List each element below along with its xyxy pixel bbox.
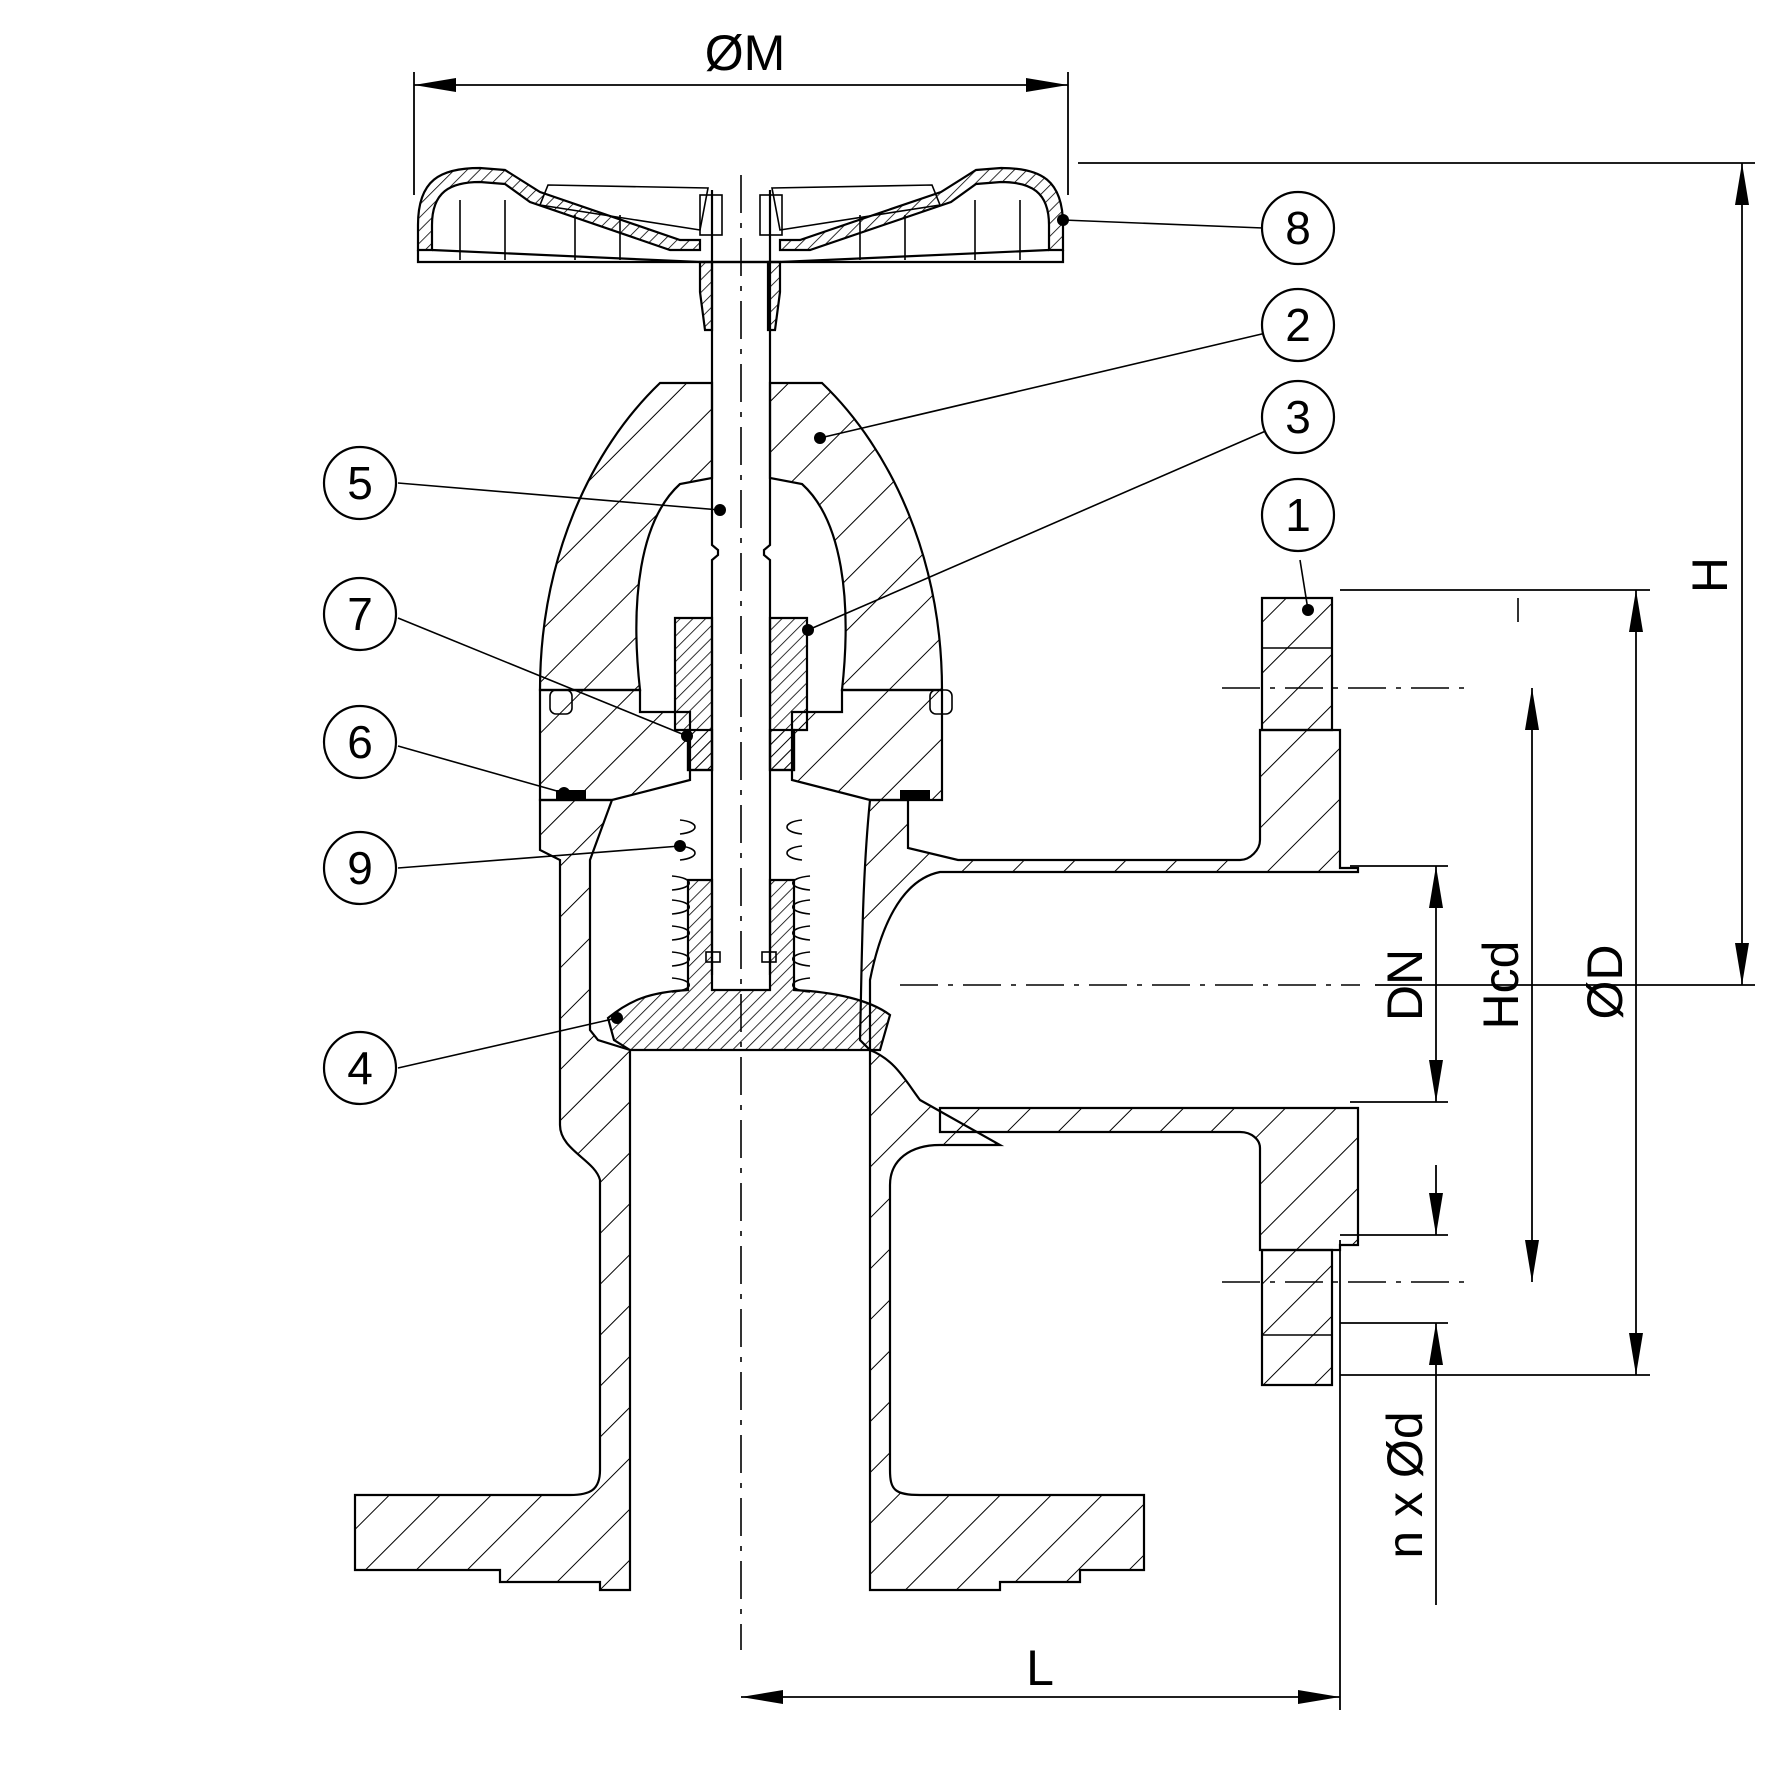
dim-L-label: L xyxy=(1026,1640,1054,1696)
centerlines xyxy=(740,175,1470,1650)
valve-disc xyxy=(606,878,892,1052)
callout-7-label: 7 xyxy=(347,588,373,640)
callout-8-label: 8 xyxy=(1285,202,1311,254)
dim-M-label: ØM xyxy=(705,25,786,81)
callout-1-label: 1 xyxy=(1285,489,1311,541)
callout-8: 8 xyxy=(1260,190,1336,266)
dim-H-label: H xyxy=(1682,557,1738,593)
callout-4: 4 xyxy=(322,1030,398,1106)
callout-3: 3 xyxy=(1260,379,1336,455)
callout-9: 9 xyxy=(322,830,398,906)
callout-5: 5 xyxy=(322,445,398,521)
callout-5-label: 5 xyxy=(347,457,373,509)
dimension-lines xyxy=(413,72,1755,1710)
callout-dots xyxy=(558,214,1314,1024)
callout-6: 6 xyxy=(322,704,398,780)
callout-9-label: 9 xyxy=(347,842,373,894)
callout-3-label: 3 xyxy=(1285,391,1311,443)
bonnet xyxy=(538,381,953,802)
callout-2: 2 xyxy=(1260,287,1336,363)
dim-Hcd-label: Hcd xyxy=(1473,941,1529,1030)
callout-6-label: 6 xyxy=(347,716,373,768)
valve-body xyxy=(353,596,1360,1592)
leader-lines xyxy=(397,219,1519,1069)
callout-4-label: 4 xyxy=(347,1042,373,1094)
callout-1: 1 xyxy=(1260,477,1336,553)
dim-DN-label: DN xyxy=(1377,949,1433,1021)
dim-holes-label: n x Ød xyxy=(1377,1411,1433,1558)
gasket xyxy=(556,790,930,800)
packing-gland xyxy=(673,616,809,772)
callout-2-label: 2 xyxy=(1285,299,1311,351)
callout-7: 7 xyxy=(322,576,398,652)
dim-D-label: ØD xyxy=(1577,945,1633,1020)
